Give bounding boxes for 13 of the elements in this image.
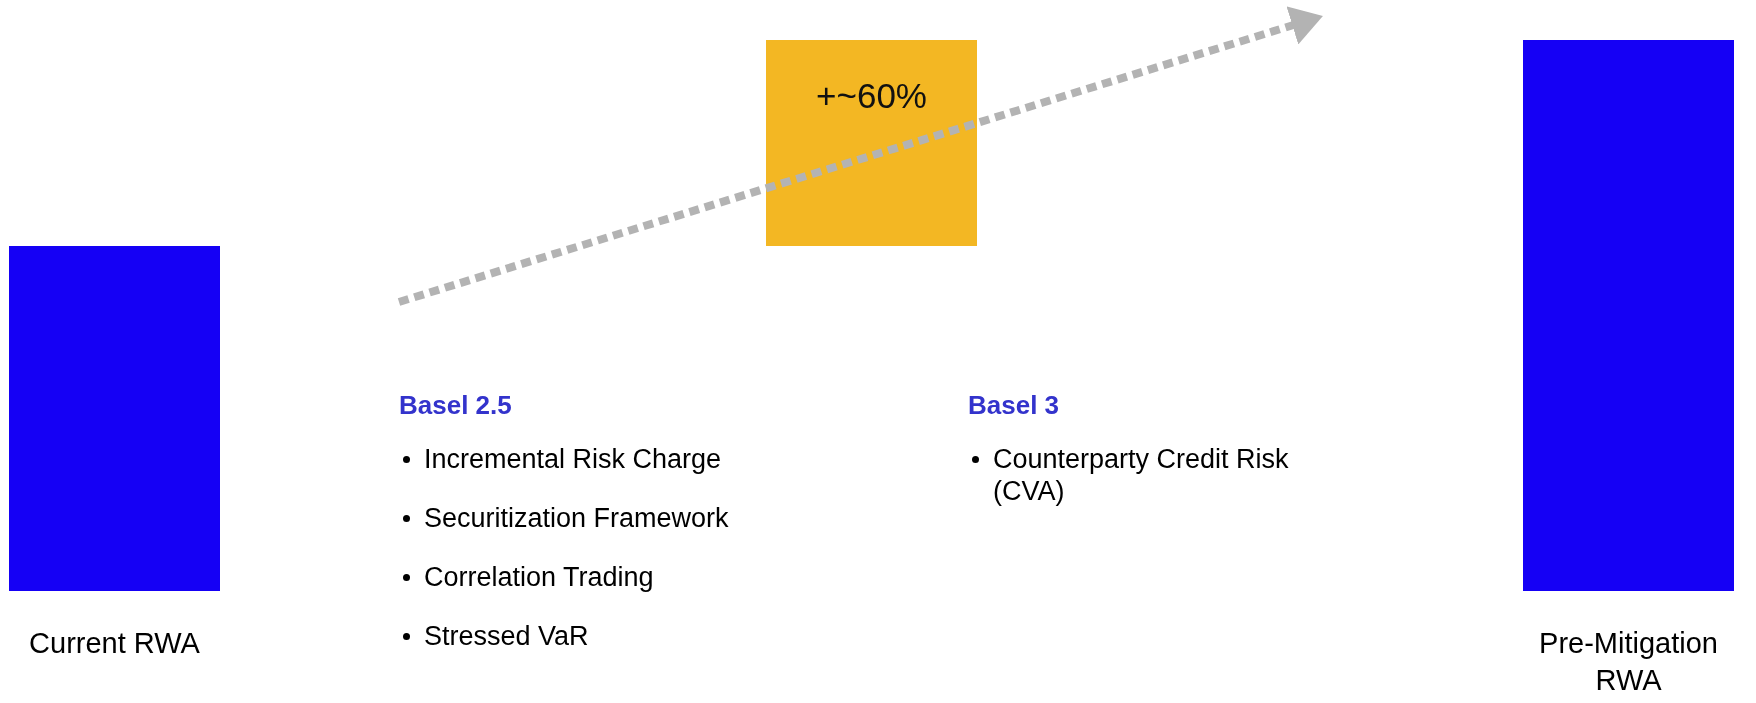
- bar-caption: Current RWA: [28, 626, 201, 661]
- bullet-text: Securitization Framework: [424, 502, 729, 534]
- bullet-text: Incremental Risk Charge: [424, 443, 722, 475]
- increase-box: [766, 40, 977, 246]
- section-heading: Basel 3: [968, 390, 1061, 421]
- bullet-text: Counterparty Credit Risk (CVA): [993, 443, 1290, 507]
- rwa-bar: [9, 246, 220, 591]
- percentage-label: +~60%: [816, 76, 927, 116]
- bullet-text: Stressed VaR: [424, 620, 589, 652]
- bullet-text: Correlation Trading: [424, 561, 654, 593]
- rwa-bar: [1523, 40, 1734, 591]
- section-heading: Basel 2.5: [399, 390, 513, 421]
- bar-caption: Pre-Mitigation RWA: [1538, 626, 1719, 698]
